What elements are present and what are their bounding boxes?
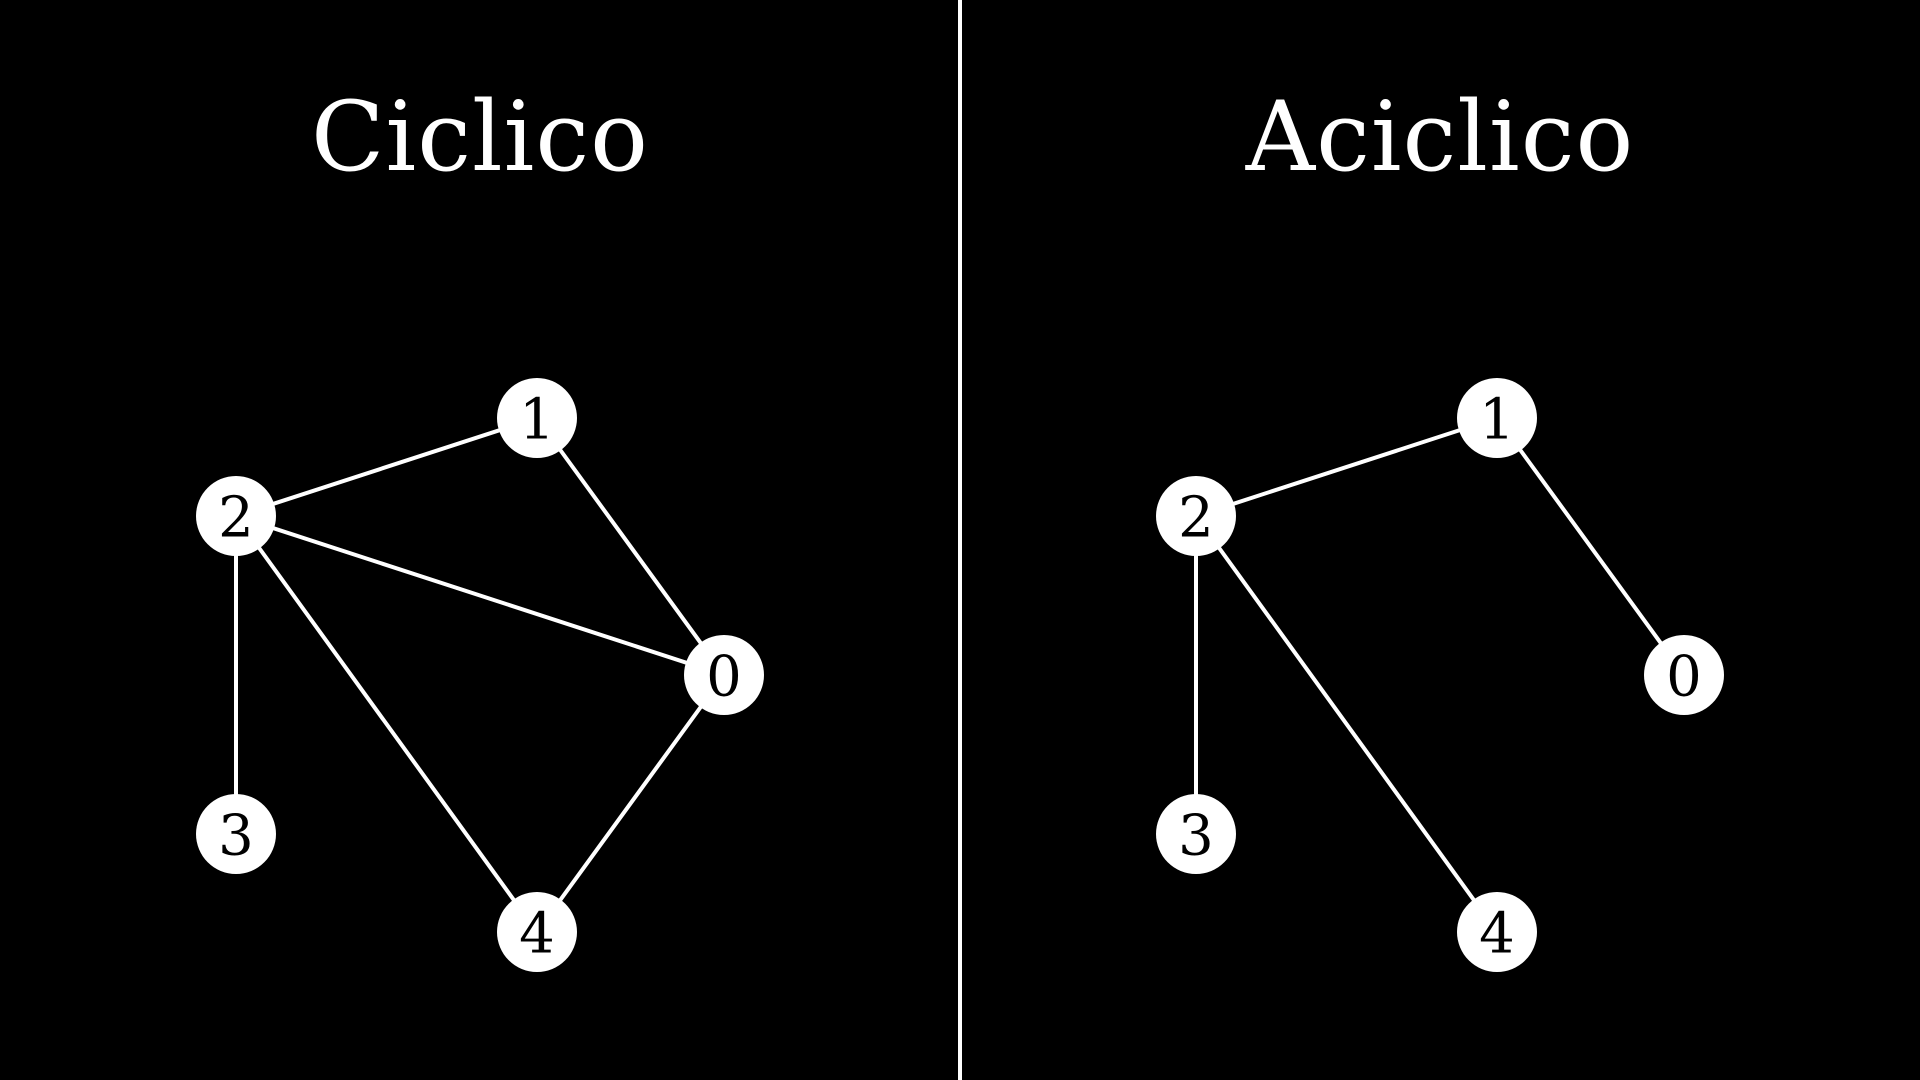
node-circle	[497, 378, 577, 458]
node-3: 3	[1156, 794, 1236, 874]
node-label: 0	[1666, 645, 1702, 710]
node-circle	[1156, 794, 1236, 874]
node-label: 1	[1479, 388, 1515, 453]
node-label: 2	[218, 486, 254, 551]
node-label: 4	[519, 902, 555, 967]
node-1: 1	[1457, 378, 1537, 458]
edge-2-1	[234, 416, 539, 518]
node-1: 1	[497, 378, 577, 458]
node-0: 0	[1644, 635, 1724, 715]
node-label: 2	[1178, 486, 1214, 551]
node-4: 4	[1457, 892, 1537, 972]
edge-2-4	[1194, 514, 1499, 934]
edge-2-0	[234, 514, 726, 677]
edge-0-4	[535, 673, 726, 934]
node-0: 0	[684, 635, 764, 715]
edge-1-0	[535, 416, 726, 677]
node-circle	[1457, 892, 1537, 972]
cyclic-graph-panel: Ciclico 0 1 2 3 4	[196, 81, 764, 972]
panel-divider	[958, 0, 962, 1080]
node-circle	[196, 476, 276, 556]
node-circle	[196, 794, 276, 874]
node-2: 2	[196, 476, 276, 556]
node-circle	[1644, 635, 1724, 715]
node-label: 3	[1178, 804, 1214, 869]
node-2: 2	[1156, 476, 1236, 556]
cyclic-graph-title: Ciclico	[311, 81, 649, 193]
cyclic-graph: 0 1 2 3 4	[196, 378, 764, 972]
node-circle	[684, 635, 764, 715]
node-label: 3	[218, 804, 254, 869]
node-label: 0	[706, 645, 742, 710]
node-circle	[1457, 378, 1537, 458]
node-4: 4	[497, 892, 577, 972]
node-circle	[1156, 476, 1236, 556]
edge-1-0	[1495, 416, 1686, 677]
acyclic-graph: 0 1 2 3 4	[1156, 378, 1724, 972]
node-label: 1	[519, 388, 555, 453]
acyclic-graph-title: Aciclico	[1245, 81, 1635, 193]
node-label: 4	[1479, 902, 1515, 967]
acyclic-graph-panel: Aciclico 0 1 2 3 4	[960, 0, 1920, 1080]
node-3: 3	[196, 794, 276, 874]
node-circle	[497, 892, 577, 972]
edge-2-1	[1194, 416, 1499, 518]
edge-2-4	[234, 514, 539, 934]
